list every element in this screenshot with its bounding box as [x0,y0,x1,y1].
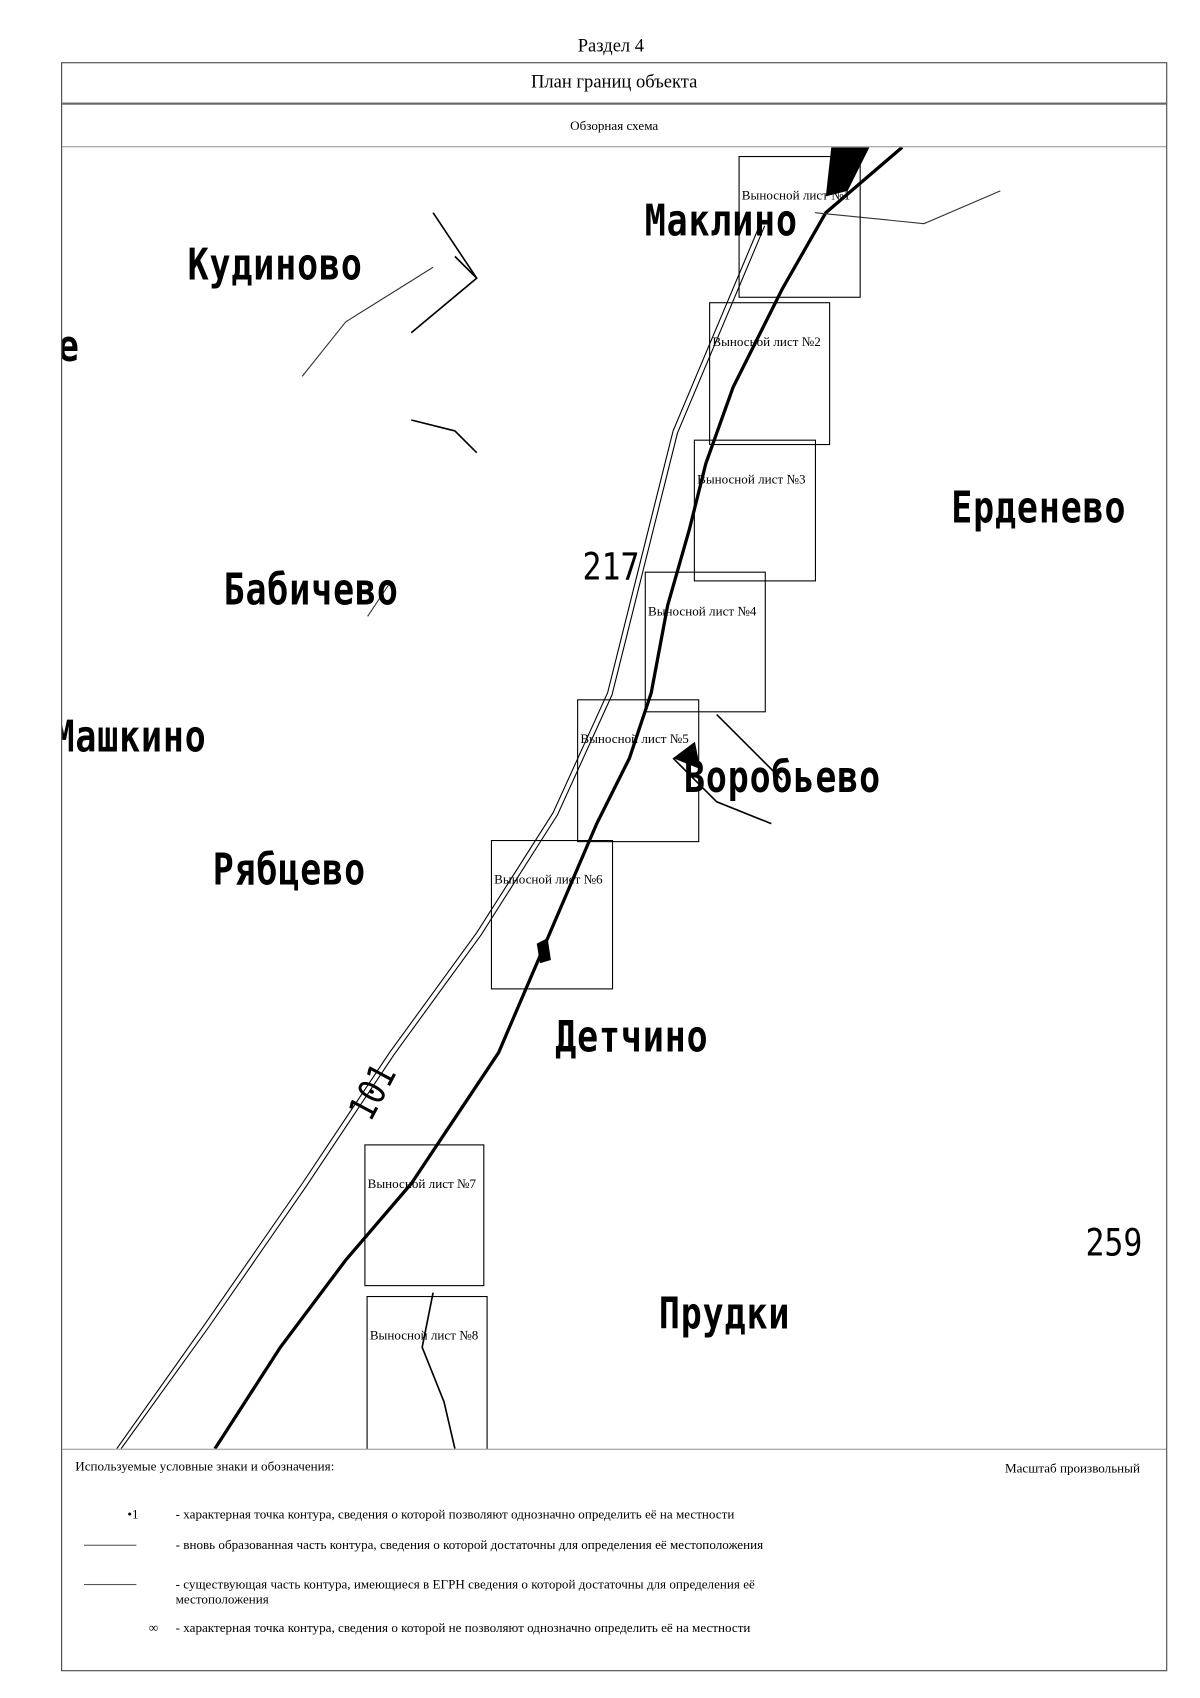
legend: Используемые условные знаки и обозначени… [62,1450,1166,1668]
place-label: Ерденево [951,483,1127,534]
sheet-frame-3[interactable]: Выносной лист №3 [693,439,816,582]
sheet-label: Выносной лист №3 [697,471,806,487]
sheet-label: Выносной лист №2 [712,333,821,350]
place-label: е [62,322,80,372]
plan-title: План границ объекта [62,63,1167,105]
map-lines [116,147,1001,1449]
sheet-label: Выносной лист №1 [741,187,851,203]
place-label: Бабичево [223,565,399,616]
legend-text: - вновь образованная часть контура, свед… [175,1537,764,1553]
highway-line [116,223,761,1449]
minor-road [410,212,478,454]
road-number: 259 [1085,1221,1143,1266]
point-symbol-icon: •1 [127,1506,139,1522]
sheet-label: Выносной лист №4 [647,603,757,619]
sheet-label: Выносной лист №6 [494,871,603,887]
sheet-label: Выносной лист №8 [369,1327,479,1343]
place-label: Детчино [555,1012,709,1063]
road-number: 217 [582,545,640,590]
highway-line-2 [120,225,766,1449]
plan-subtitle: Обзорная схема [62,105,1167,148]
sheet-frame-6[interactable]: Выносной лист №6 [490,839,614,990]
legend-text: - характерная точка контура, сведения о … [175,1619,751,1636]
sheet-frame-7[interactable]: Выносной лист №7 [364,1144,485,1287]
sheet-frame-2[interactable]: Выносной лист №2 [709,302,831,446]
legend-title: Используемые условные знаки и обозначени… [75,1458,335,1474]
river-line [301,190,1001,617]
sheet-frame-8[interactable]: Выносной лист №8 [366,1295,488,1449]
main-road-line [213,147,904,1449]
legend-text: - существующая часть контура, имеющиеся … [175,1576,755,1607]
boundary-detail [421,713,783,1449]
new-boundary-line-icon [83,1544,137,1546]
scale-note: Масштаб произвольный [1004,1460,1140,1476]
place-label: Воробьево [683,752,882,803]
existing-boundary-line-icon [83,1583,137,1586]
undefined-point-icon: ∞ [148,1619,159,1636]
place-label: Машкино [62,712,207,763]
sheet-label: Выносной лист №7 [367,1175,477,1192]
place-label: Маклино [644,196,798,247]
place-label: Рябцево [212,845,366,896]
place-label: Прудки [658,1289,791,1340]
sheet-label: Выносной лист №5 [580,730,689,747]
legend-text: - характерная точка контура, сведения о … [175,1506,735,1522]
plan-frame: План границ объекта Обзорная схема Кудин… [61,62,1168,1672]
overview-map: Кудиново Маклино Ерденево Бабичево Машки… [62,147,1167,1450]
sheet-frame-5[interactable]: Выносной лист №5 [577,699,700,843]
sheet-frame-4[interactable]: Выносной лист №4 [644,571,766,713]
sheet-frame-1[interactable]: Выносной лист №1 [738,155,861,298]
section-heading: Раздел 4 [577,34,645,56]
place-label: Кудиново [187,239,363,291]
